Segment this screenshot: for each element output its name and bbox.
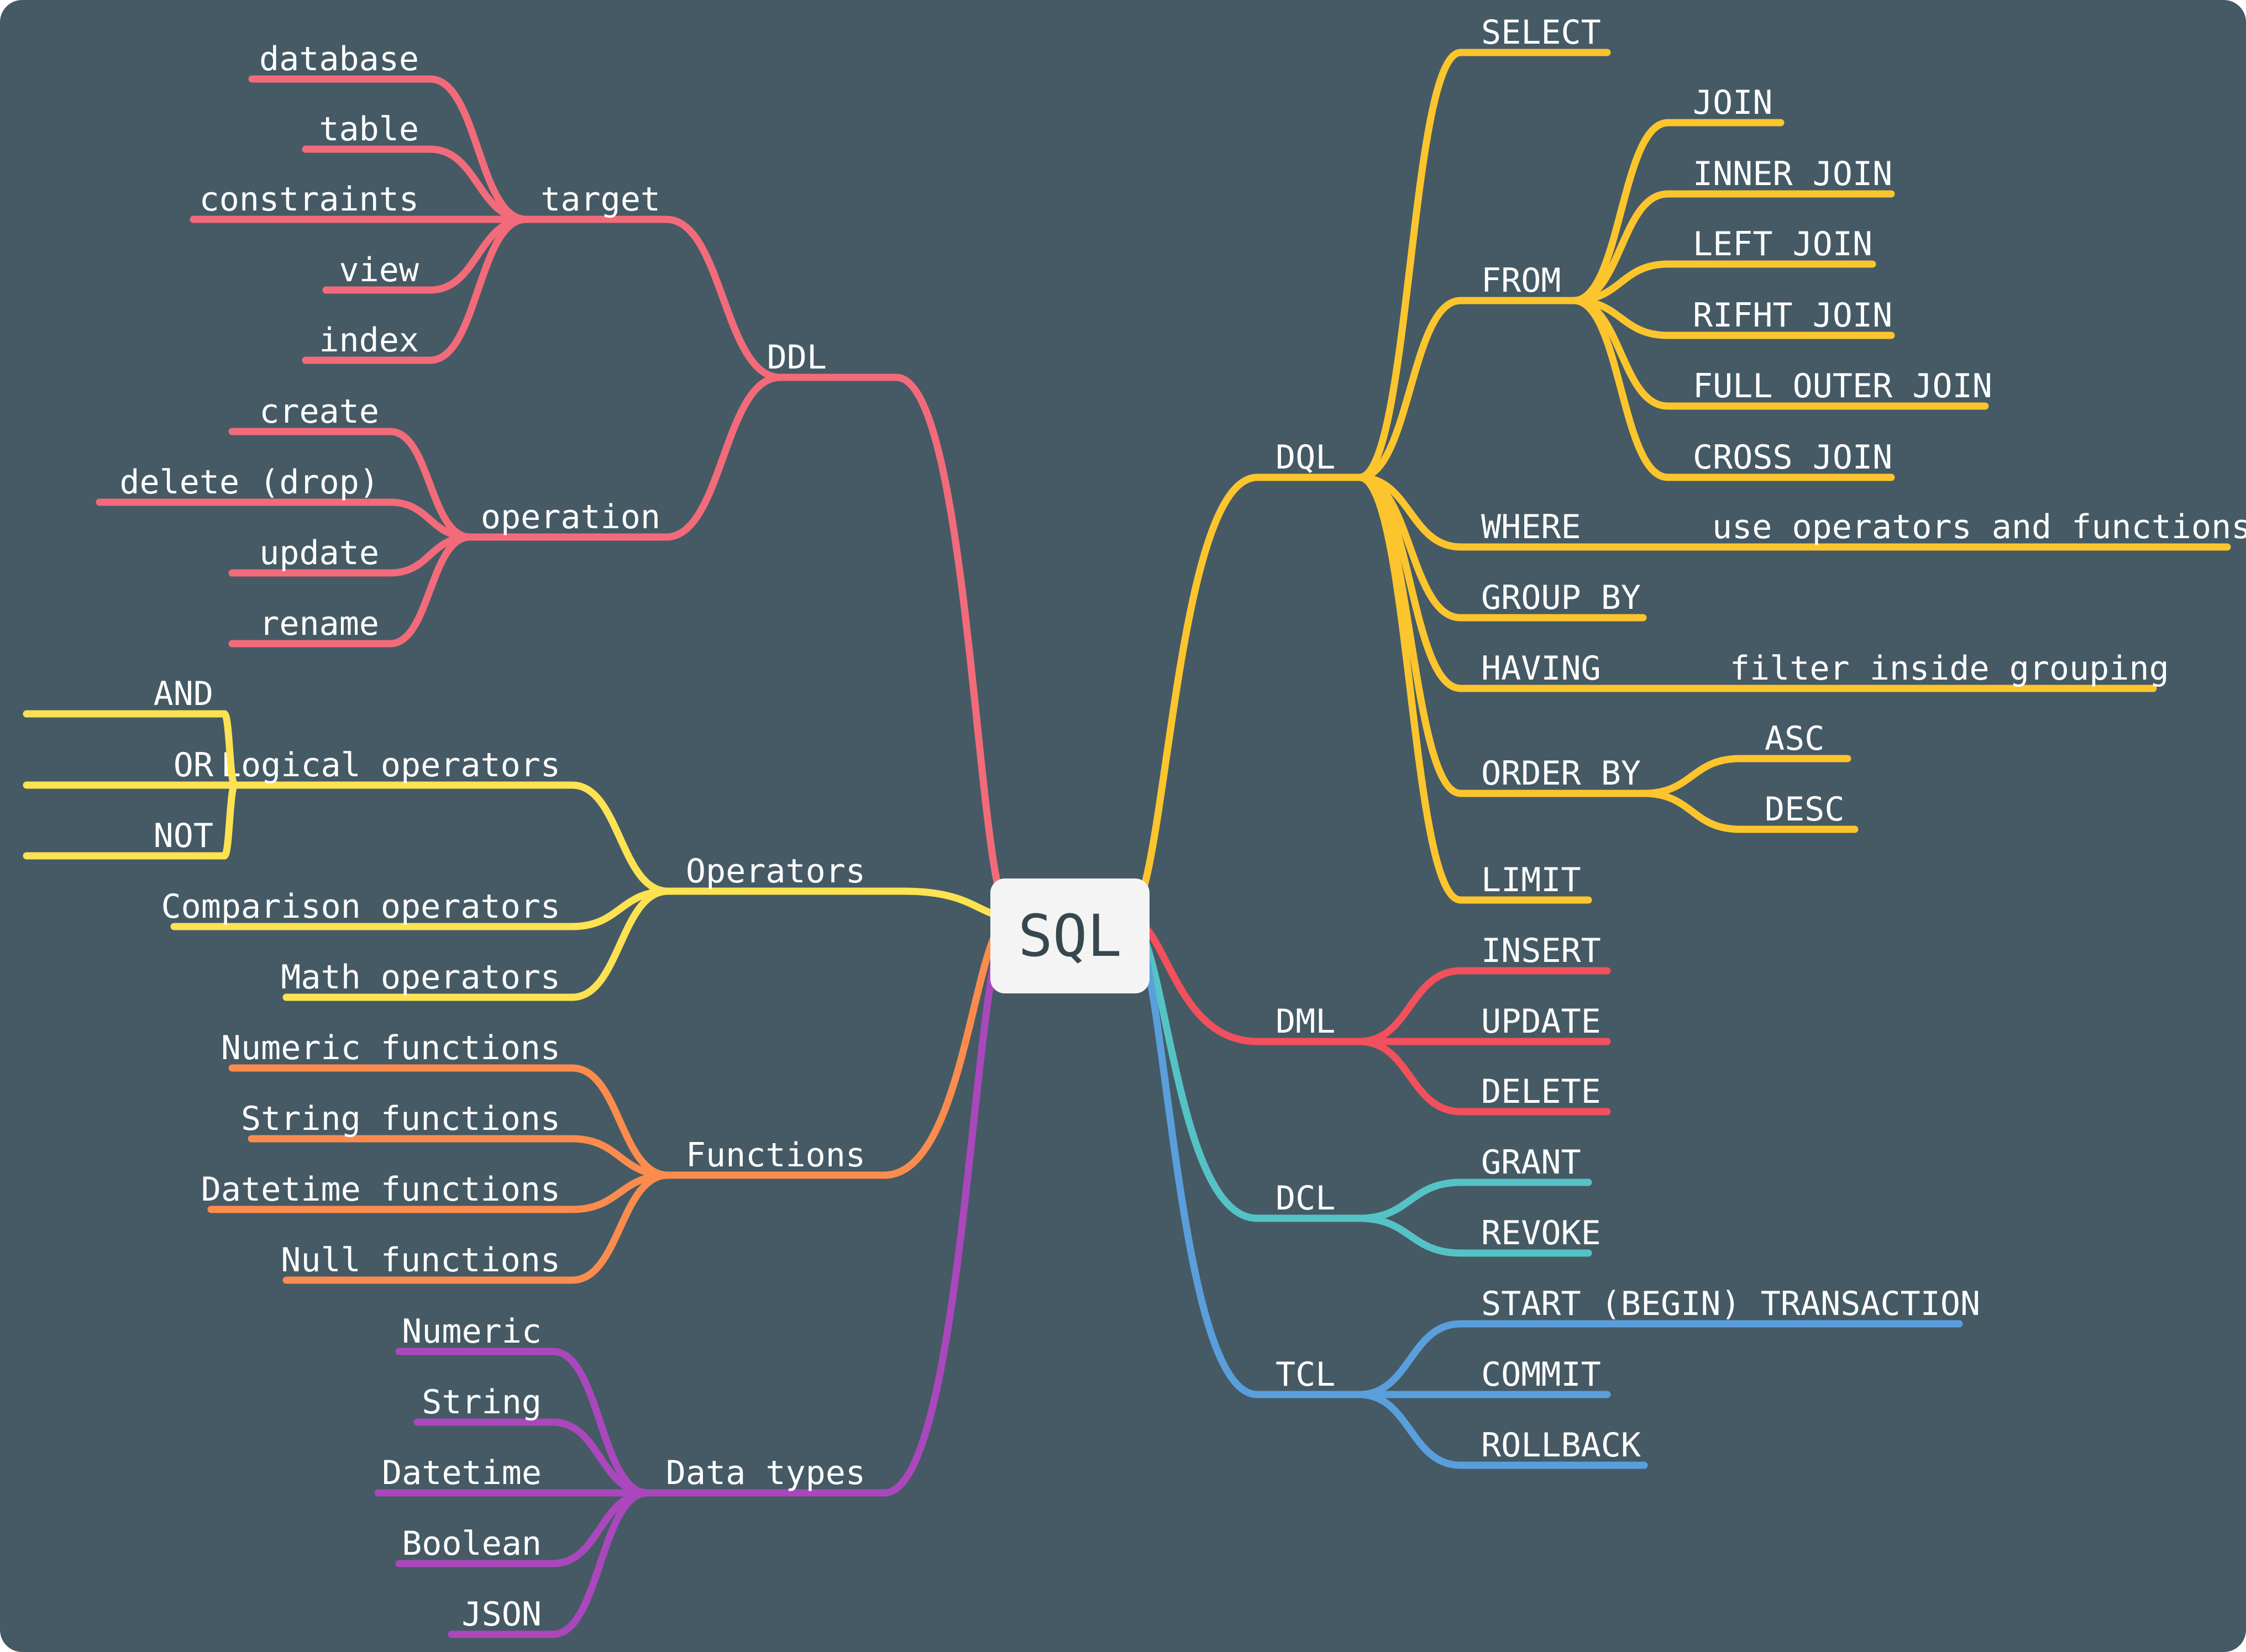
node-operation-create: create bbox=[259, 392, 379, 431]
edge-dml-insert bbox=[1356, 967, 1465, 1045]
edge-order-by-asc bbox=[1640, 755, 1744, 797]
edge-ddl-target bbox=[662, 215, 784, 381]
node-from-inner-join: INNER JOIN bbox=[1693, 155, 1892, 193]
edge-root-dql bbox=[1124, 473, 1261, 921]
node-data-types-datetime: Datetime bbox=[382, 1454, 542, 1492]
node-operators: Operators bbox=[686, 852, 865, 891]
edge-dql-select bbox=[1356, 49, 1465, 481]
node-operation-update: update bbox=[259, 534, 379, 572]
edge-root-tcl bbox=[1124, 913, 1261, 1398]
node-ddl-target: target bbox=[540, 180, 660, 219]
node-dml-delete: DELETE bbox=[1481, 1072, 1601, 1111]
node-tcl-commit: COMMIT bbox=[1481, 1355, 1601, 1394]
node-tcl-rollback: ROLLBACK bbox=[1481, 1426, 1641, 1465]
node-ddl: DDL bbox=[767, 338, 827, 377]
node-dql-having: HAVING bbox=[1481, 649, 1601, 688]
node-dml-update: UPDATE bbox=[1481, 1002, 1601, 1041]
edge-tcl-rollback bbox=[1356, 1391, 1465, 1469]
edge-dql-limit bbox=[1356, 473, 1465, 904]
node-target-database: database bbox=[259, 40, 419, 78]
edge-dql-order-by bbox=[1356, 473, 1465, 797]
edge-root-ddl bbox=[893, 373, 1015, 921]
node-functions-datetime-functions: Datetime functions bbox=[201, 1170, 560, 1209]
node-data-types: Data types bbox=[666, 1454, 865, 1492]
edge-data-types-json bbox=[549, 1489, 652, 1638]
node-order-by-asc: ASC bbox=[1765, 719, 1824, 758]
edge-dcl-revoke bbox=[1356, 1214, 1465, 1257]
node-dql-order-by: ORDER BY bbox=[1481, 754, 1641, 793]
edge-dml-delete bbox=[1356, 1038, 1465, 1116]
node-target-constraints: constraints bbox=[200, 180, 419, 219]
node-dcl-grant: GRANT bbox=[1481, 1143, 1581, 1182]
node-tcl: TCL bbox=[1276, 1355, 1335, 1394]
node-operators-logical-operators: Logical operators bbox=[221, 746, 560, 785]
node-operation-rename: rename bbox=[259, 604, 379, 643]
node-data-types-json: JSON bbox=[462, 1595, 542, 1634]
edge-order-by-desc bbox=[1640, 790, 1744, 833]
node-logical-operators-and: AND bbox=[154, 675, 213, 713]
edge-from-cross-join bbox=[1570, 297, 1672, 481]
node-from-cross-join: CROSS JOIN bbox=[1693, 438, 1892, 477]
edge-tcl-start-begin-transaction bbox=[1356, 1320, 1465, 1398]
node-dcl-revoke: REVOKE bbox=[1481, 1214, 1601, 1253]
node-logical-operators-not: NOT bbox=[154, 817, 213, 855]
node-order-by-desc: DESC bbox=[1765, 790, 1845, 829]
edge-from-join bbox=[1570, 119, 1672, 304]
node-operators-comparison-operators: Comparison operators bbox=[161, 887, 560, 926]
edge-ddl-operation bbox=[662, 373, 784, 541]
node-data-types-boolean: Boolean bbox=[402, 1524, 542, 1563]
node-dql-group-by: GROUP BY bbox=[1481, 578, 1641, 617]
node-dql-where-use-operators-and-functions: use operators and functions bbox=[1712, 508, 2246, 546]
edge-operation-rename bbox=[386, 533, 474, 648]
node-dcl: DCL bbox=[1276, 1179, 1335, 1218]
node-ddl-operation: operation bbox=[481, 498, 660, 536]
node-from-join: JOIN bbox=[1693, 83, 1773, 122]
node-from-full-outer-join: FULL OUTER JOIN bbox=[1693, 367, 1992, 406]
node-functions-string-functions: String functions bbox=[241, 1099, 560, 1138]
node-operators-math-operators: Math operators bbox=[281, 958, 560, 997]
node-dql-having-filter-inside-grouping: filter inside grouping bbox=[1730, 649, 2169, 688]
edge-dql-from bbox=[1356, 297, 1465, 481]
node-data-types-string: String bbox=[422, 1383, 542, 1422]
node-tcl-start-begin-transaction: START (BEGIN) TRANSACTION bbox=[1481, 1285, 1980, 1323]
node-dml: DML bbox=[1276, 1002, 1335, 1041]
node-target-view: view bbox=[339, 251, 419, 290]
root-node: SQL bbox=[990, 878, 1150, 993]
node-functions-null-functions: Null functions bbox=[281, 1241, 560, 1280]
node-logical-operators-or: OR bbox=[174, 746, 214, 785]
node-data-types-numeric: Numeric bbox=[402, 1312, 542, 1351]
node-functions: Functions bbox=[686, 1136, 865, 1175]
edge-functions-null-functions bbox=[568, 1171, 672, 1284]
edge-target-index bbox=[426, 215, 530, 364]
node-dml-insert: INSERT bbox=[1481, 932, 1601, 970]
node-dql-limit: LIMIT bbox=[1481, 861, 1581, 899]
edge-root-data-types bbox=[880, 913, 1015, 1497]
node-from-left-join: LEFT JOIN bbox=[1693, 225, 1872, 264]
node-functions-numeric-functions: Numeric functions bbox=[221, 1029, 560, 1067]
node-target-index: index bbox=[319, 321, 419, 360]
node-dql-where: WHERE bbox=[1481, 508, 1581, 546]
node-from-rifht-join: RIFHT JOIN bbox=[1693, 296, 1892, 335]
edge-operators-logical-operators bbox=[568, 781, 672, 895]
node-dql-select: SELECT bbox=[1481, 13, 1601, 52]
node-dql: DQL bbox=[1276, 438, 1335, 477]
edge-dcl-grant bbox=[1356, 1179, 1465, 1222]
node-operation-delete-drop: delete (drop) bbox=[119, 463, 379, 502]
edge-logical-operators-not bbox=[221, 781, 239, 860]
node-dql-from: FROM bbox=[1481, 261, 1561, 300]
node-target-table: table bbox=[319, 110, 419, 149]
edge-operators-math-operators bbox=[568, 887, 672, 1001]
